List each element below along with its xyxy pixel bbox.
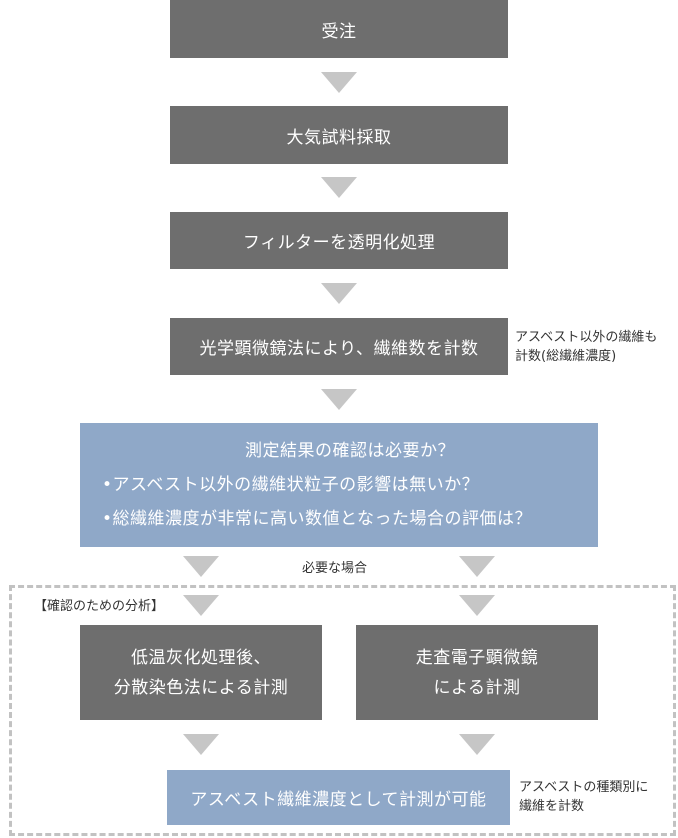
method-ashing-line1: 低温灰化処理後、 [131,647,271,668]
question-title: 測定結果の確認は必要か？ [245,441,455,461]
arrow-down-icon [321,283,357,304]
question-box: 測定結果の確認は必要か？ •アスベスト以外の繊維状粒子の影響は無いか？ •総繊維… [80,423,598,547]
arrow-down-icon [459,595,495,616]
step-filter: フィルターを透明化処理 [170,212,508,269]
step-sampling: 大気試料採取 [170,106,508,164]
result-box: アスベスト繊維濃度として計測が可能 [167,770,510,825]
arrow-down-icon [183,595,219,616]
method-sem-line1: 走査電子顕微鏡 [415,647,539,668]
arrow-down-icon [321,72,357,93]
confirm-section-frame [9,585,676,836]
result-note-line1: アスベストの種類別に [519,780,649,795]
step-sampling-label: 大気試料採取 [286,127,392,148]
step-filter-label: フィルターを透明化処理 [242,233,436,253]
method-ashing-line2: 分散染色法による計測 [113,677,289,698]
result-note: アスベストの種類別に 繊維を計数 [519,778,648,816]
arrow-down-icon [321,177,357,198]
optical-note: アスベスト以外の繊維も 計数(総繊維濃度) [515,328,657,366]
method-sem: 走査電子顕微鏡 による計測 [356,625,598,720]
needed-label: 必要な場合 [302,561,368,576]
question-item-1: •アスベスト以外の繊維状粒子の影響は無いか？ [102,475,480,495]
question-item-2: •総繊維濃度が非常に高い数値となった場合の評価は？ [102,509,533,529]
arrow-down-icon [321,389,357,410]
step-order: 受注 [170,0,508,58]
result-label: アスベスト繊維濃度として計測が可能 [190,790,487,810]
optical-note-line2: 計数(総繊維濃度) [515,349,617,364]
step-order-label: 受注 [321,21,357,42]
result-note-line2: 繊維を計数 [519,799,585,814]
method-sem-line2: による計測 [433,677,521,698]
arrow-down-icon [183,556,219,577]
step-optical-label: 光学顕微鏡法により、繊維数を計数 [199,339,479,359]
confirm-section-label: 【確認のための分析】 [34,599,165,614]
method-ashing: 低温灰化処理後、 分散染色法による計測 [80,625,322,720]
arrow-down-icon [459,734,495,755]
optical-note-line1: アスベスト以外の繊維も [515,330,658,345]
step-optical: 光学顕微鏡法により、繊維数を計数 [170,318,508,375]
arrow-down-icon [183,734,219,755]
arrow-down-icon [459,556,495,577]
